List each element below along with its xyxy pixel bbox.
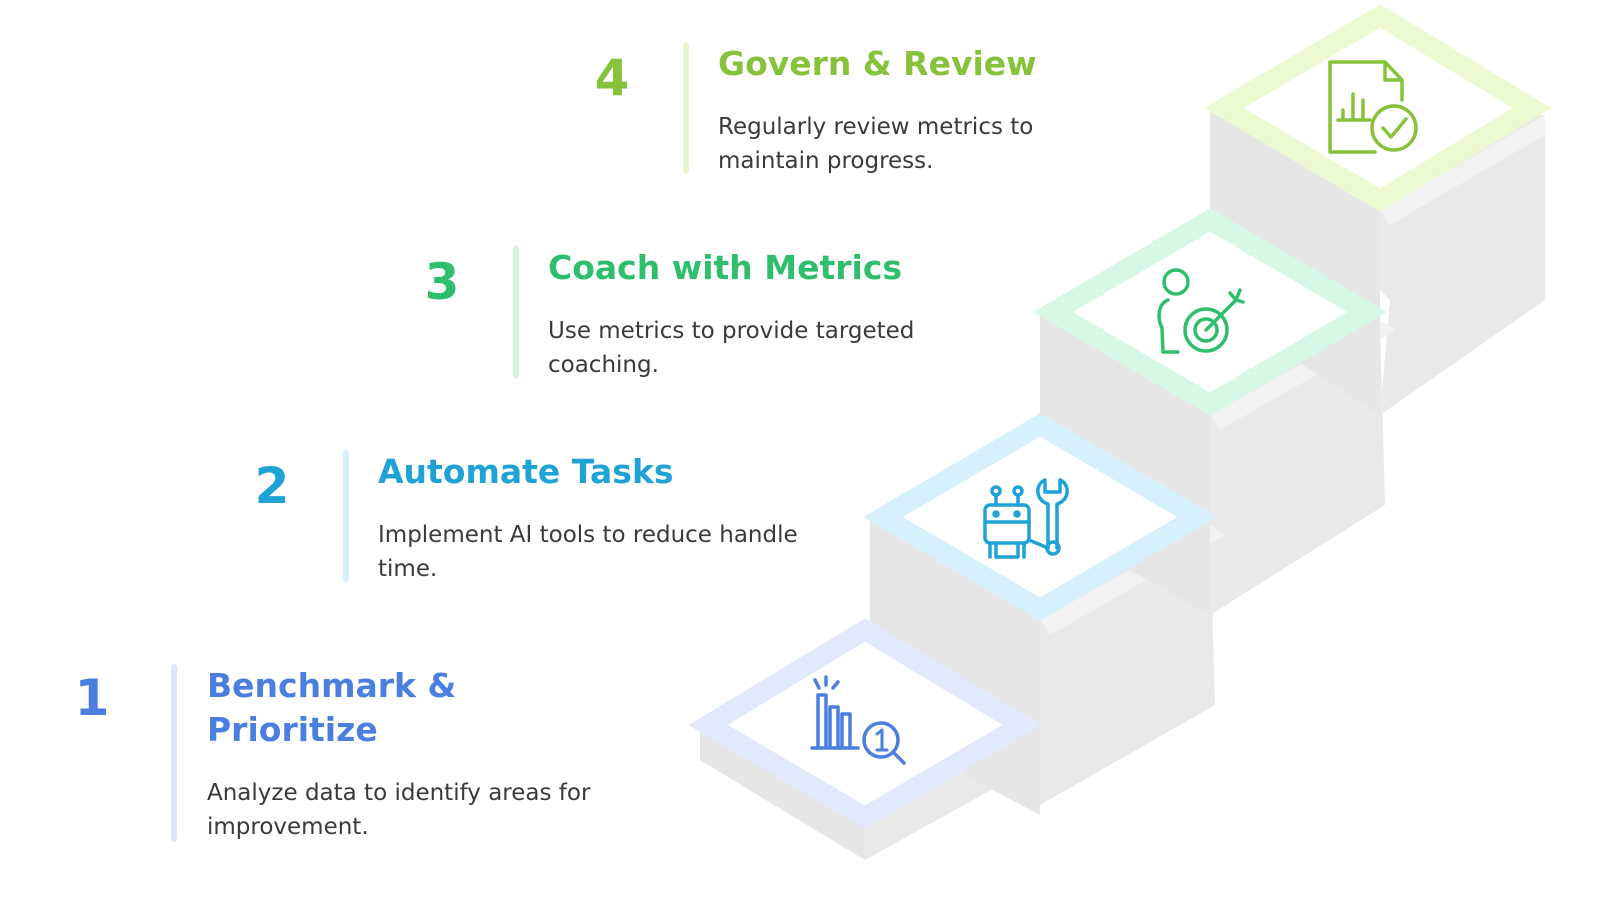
step-1-title: Benchmark & Prioritize: [207, 666, 457, 749]
step-3-frame: [1033, 208, 1387, 416]
step-4-frame: [1204, 4, 1552, 212]
step-3-description: Use metrics to provide targeted coaching…: [548, 318, 915, 378]
step-1-description: Analyze data to identify areas for impro…: [207, 780, 591, 840]
step-3-divider: [513, 246, 519, 378]
step-3-title: Coach with Metrics: [548, 248, 903, 287]
step-1-divider: [171, 664, 177, 842]
step-4-number: 4: [594, 49, 630, 107]
step-4-divider: [683, 42, 689, 174]
step-1-number: 1: [74, 669, 110, 727]
report-check-icon: [1328, 60, 1418, 154]
step-2-divider: [343, 450, 349, 582]
step-4-description: Regularly review metrics to maintain pro…: [718, 114, 1034, 174]
step-2-title: Automate Tasks: [378, 452, 674, 491]
step-2-frame: [863, 413, 1217, 621]
step-1-frame: [688, 618, 1042, 829]
step-4-title: Govern & Review: [718, 44, 1037, 83]
step-2-description: Implement AI tools to reduce handle time…: [378, 522, 798, 582]
step-3-number: 3: [424, 253, 460, 311]
step-2-number: 2: [254, 457, 290, 515]
robot-wrench-icon: [983, 478, 1069, 559]
person-target-icon: [1157, 268, 1245, 354]
chart-magnifier-icon: [810, 675, 906, 765]
